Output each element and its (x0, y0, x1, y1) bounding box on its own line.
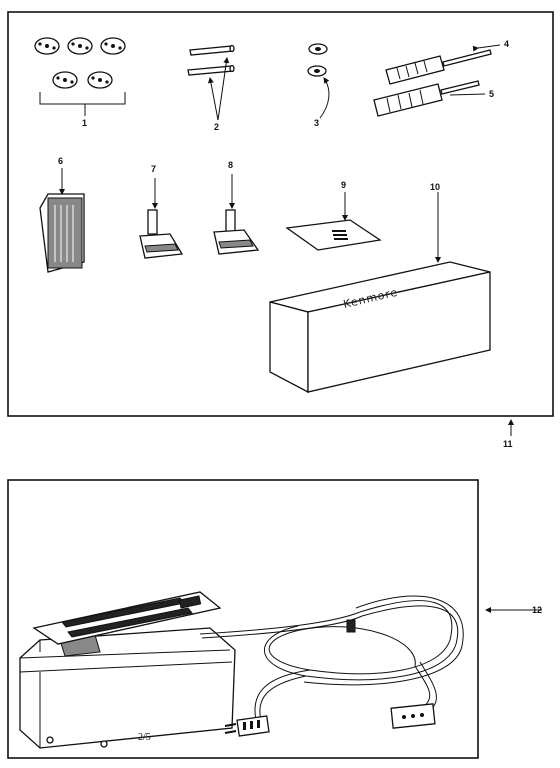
callout-7: 7 (151, 164, 156, 174)
presser-foot-icon (213, 174, 260, 255)
bobbin-set-icon (34, 37, 126, 116)
throat-plate-icon (285, 192, 382, 251)
callout-10: 10 (430, 182, 440, 192)
presser-foot-icon (139, 178, 184, 259)
foot-control-panel-frame (7, 479, 479, 759)
screwdriver-icon (373, 44, 501, 117)
callout-12: 12 (532, 605, 542, 615)
callout-4: 4 (504, 39, 509, 49)
callout-2: 2 (214, 122, 219, 132)
spool-pin-icon (187, 44, 235, 121)
callout-3: 3 (314, 118, 319, 128)
callout-8: 8 (228, 160, 233, 170)
accessory-box-icon: Kenmore (269, 192, 491, 394)
foot-control-icon (19, 591, 236, 749)
callout-5: 5 (489, 89, 494, 99)
needle-pack-icon (39, 168, 85, 273)
callout-6: 6 (58, 156, 63, 166)
page-mark: 2/5 (138, 732, 151, 743)
callout-1: 1 (82, 118, 87, 128)
accessories-panel-frame (7, 11, 554, 417)
callout-11: 11 (503, 439, 513, 449)
callout-9: 9 (341, 180, 346, 190)
felt-washer-icon (307, 43, 330, 119)
power-cord-icon (199, 595, 464, 737)
